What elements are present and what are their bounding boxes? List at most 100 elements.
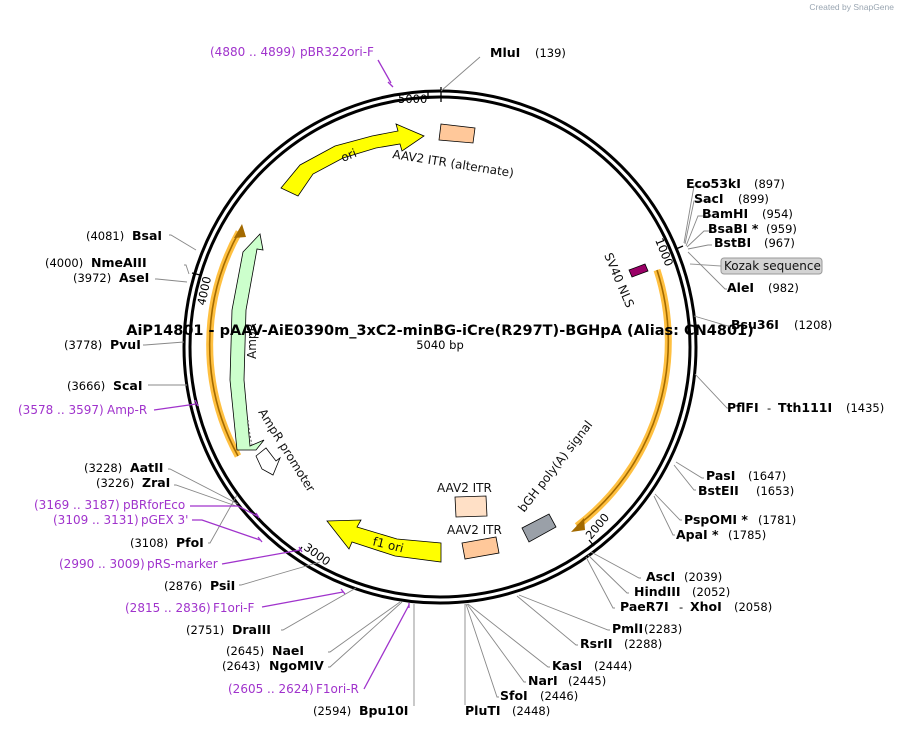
enzyme-aatii-pos: (3228) (84, 461, 122, 475)
primer-prsmarker-range: (2990 .. 3009) (59, 557, 145, 571)
enzyme-saci-pos: (899) (738, 192, 769, 206)
aav2-itr-alternate-feature[interactable] (438, 123, 476, 144)
primer-f1orir-name: F1ori-R (316, 682, 359, 696)
primer-pbrforeco-range: (3169 .. 3187) (34, 498, 120, 512)
enzyme-zrai-pos: (3226) (96, 476, 134, 490)
aav2-itr-feature-b[interactable] (461, 536, 500, 560)
ampr-orf-arrow (234, 224, 246, 238)
enzyme-asci-name: AscI (646, 569, 675, 584)
enzyme-pvui-name: PvuI (110, 337, 141, 352)
enzyme-zrai-name: ZraI (142, 475, 170, 490)
enzyme-asci-pos: (2039) (684, 570, 722, 584)
enzyme-labels: MluI (139) Eco53kI (897) SacI (899) BamH… (45, 45, 884, 718)
aav2-itr-label-a: AAV2 ITR (437, 481, 492, 495)
enzyme-psii-name: PsiI (210, 578, 235, 593)
enzyme-bsabi-pos: (959) (766, 222, 797, 236)
backbone-inner (188, 95, 692, 599)
enzyme-psii-pos: (2876) (164, 579, 202, 593)
enzyme-draiii-name: DraIII (232, 622, 271, 637)
enzyme-asei-pos: (3972) (73, 271, 111, 285)
enzyme-bsai-name: BsaI (132, 228, 162, 243)
enzyme-leaders (143, 56, 730, 706)
kozak-leader (689, 263, 722, 267)
enzyme-pfoi-name: PfoI (176, 535, 204, 550)
enzyme-bsu36i-pos: (1208) (794, 318, 832, 332)
primer-f1orir-range: (2605 .. 2624) (228, 682, 314, 696)
primer-pbr322ori-range: (4880 .. 4899) (210, 45, 296, 59)
ruler-ticks (191, 87, 684, 555)
ampr-promoter-feature[interactable] (255, 447, 281, 476)
enzyme-pmli-name: PmlI (612, 621, 643, 636)
primer-pgex3-range: (3109 .. 3131) (53, 513, 139, 527)
enzyme-scai-name: ScaI (113, 378, 143, 393)
enzyme-bamhi-name: BamHI (702, 206, 748, 221)
aav2-itr-alternate-label: AAV2 ITR (alternate) (392, 147, 515, 180)
enzyme-nari-name: NarI (528, 673, 558, 688)
enzyme-tth111i-name: Tth111I (778, 400, 832, 415)
enzyme-nmeaiii-pos: (4000) (45, 256, 83, 270)
enzyme-sfoi-pos: (2446) (540, 689, 578, 703)
bgh-polya-feature[interactable] (521, 513, 557, 543)
primer-labels: (4880 .. 4899) pBR322ori-F (3578 .. 3597… (18, 45, 374, 696)
enzyme-sfoi-name: SfoI (500, 688, 528, 703)
enzyme-saci-name: SacI (694, 191, 724, 206)
ampr-feature[interactable] (229, 233, 265, 451)
primer-pbr322ori-name: pBR322ori-F (300, 45, 374, 59)
enzyme-nari-pos: (2445) (568, 674, 606, 688)
sv40-nls-feature[interactable] (628, 263, 649, 278)
enzyme-nmeaiii-name: NmeAIII (91, 255, 147, 270)
enzyme-paer7i-name: PaeR7I (620, 599, 669, 614)
enzyme-alei-name: AleI (727, 280, 754, 295)
enzyme-pspomi-pos: (1781) (758, 513, 796, 527)
enzyme-hindiii-name: HindIII (634, 584, 681, 599)
enzyme-bsai-pos: (4081) (86, 229, 124, 243)
enzyme-bpu10i-pos: (2594) (313, 704, 351, 718)
enzyme-bstbi-pos: (967) (764, 236, 795, 250)
backbone-outer (182, 89, 698, 605)
ori-feature[interactable] (280, 123, 425, 197)
enzyme-pluti-pos: (2448) (512, 704, 550, 718)
enzyme-bstbi-name: BstBI (714, 235, 751, 250)
enzyme-pflfi-name: PflFI (727, 400, 759, 415)
primer-pgex3-name: pGEX 3' (141, 513, 188, 527)
enzyme-eco53ki-name: Eco53kI (686, 176, 741, 191)
sv40-nls-label: SV40 NLS (601, 251, 637, 310)
enzyme-ngomiv-name: NgoMIV (269, 658, 324, 673)
primer-ampr-name: Amp-R (107, 403, 147, 417)
enzyme-hindiii-pos: (2052) (692, 585, 730, 599)
enzyme-pmli-pos: (2283) (644, 622, 682, 636)
enzyme-apai-name: ApaI * (676, 527, 719, 542)
enzyme-rsrii-pos: (2288) (624, 637, 662, 651)
aav2-itr-feature-a[interactable] (454, 495, 488, 518)
enzyme-bsteii-pos: (1653) (756, 484, 794, 498)
enzyme-alei-pos: (982) (768, 281, 799, 295)
map-title: AiP14801 - pAAV-AiE0390m_3xC2-minBG-iCre… (126, 323, 754, 339)
enzyme-kasi-pos: (2444) (594, 659, 632, 673)
enzyme-bpu10i-name: Bpu10I (359, 703, 408, 718)
enzyme-xhoi-name: XhoI (690, 599, 722, 614)
kozak-sequence-box[interactable] (720, 257, 823, 275)
aav2-itr-label-b: AAV2 ITR (447, 523, 502, 537)
f1-ori-feature[interactable] (326, 519, 442, 563)
ori-label: ori (339, 146, 359, 165)
enzyme-pfoi-pos: (3108) (130, 536, 168, 550)
enzyme-mlui-name: MluI (490, 45, 520, 60)
enzyme-mlui-pos: (139) (535, 46, 566, 60)
enzyme-pvui-pos: (3778) (64, 338, 102, 352)
svg-text:-: - (767, 401, 771, 415)
tick-label-5000: 5000 (398, 92, 427, 106)
primer-leaders (153, 59, 410, 690)
enzyme-bsu36i-name: Bsu36I (731, 317, 779, 332)
enzyme-asei-name: AseI (119, 270, 149, 285)
enzyme-bsteii-name: BstEII (698, 483, 739, 498)
enzyme-pasi-pos: (1647) (748, 469, 786, 483)
enzyme-paer7i-pos: (2058) (734, 600, 772, 614)
enzyme-draiii-pos: (2751) (186, 623, 224, 637)
bgh-polya-label: bGH poly(A) signal (515, 418, 595, 515)
enzyme-bsabi-name: BsaBI * (708, 221, 759, 236)
cre-orf-arrow (571, 518, 585, 532)
enzyme-naei-pos: (2645) (226, 644, 264, 658)
enzyme-naei-name: NaeI (272, 643, 304, 658)
enzyme-pluti-name: PluTI (465, 703, 501, 718)
enzyme-ngomiv-pos: (2643) (222, 659, 260, 673)
